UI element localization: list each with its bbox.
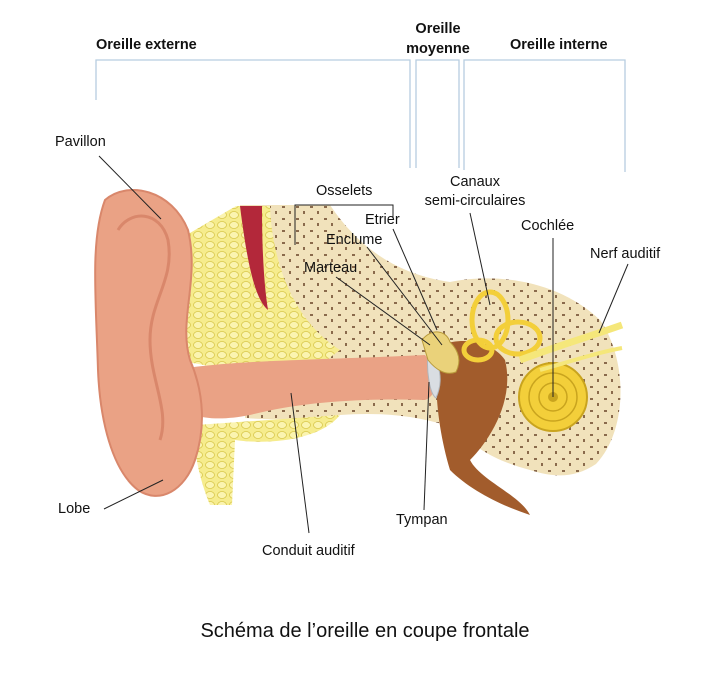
bracket-middle-ear [415,59,460,168]
auditory-nerve-branch [539,346,623,372]
header-middle-ear-line2: moyenne [406,41,470,57]
leader-canaux [469,212,491,306]
label-conduit-auditif: Conduit auditif [262,543,356,559]
label-osselets: Osselets [316,183,372,199]
fatty-tissue-lower [194,415,340,505]
leader-enclume [366,246,443,346]
label-tympan: Tympan [396,512,448,528]
section-brackets [95,59,626,172]
ear-canal [175,355,436,419]
leader-lobe [103,479,164,510]
leader-tympan [423,381,430,511]
semicircular-canals [461,289,543,363]
bracket-inner-ear [463,59,626,172]
label-pavillon: Pavillon [55,134,106,150]
ossicles [421,331,460,374]
leader-pavillon [98,155,162,220]
bracket-osselets [294,204,394,245]
artery [240,206,268,310]
ear-illustration [94,189,624,515]
label-canaux-line2: semi-circulaires [425,193,526,209]
label-canaux-line1: Canaux [450,174,501,190]
label-lobe: Lobe [58,501,90,517]
pinna [94,189,203,497]
header-inner-ear: Oreille interne [510,37,608,53]
auditory-nerve [518,321,624,364]
leader-etrier [392,228,438,331]
bracket-outer-ear [95,59,411,168]
label-cochlee: Cochlée [521,218,574,234]
label-marteau: Marteau [304,260,357,276]
leader-marteau [335,276,431,346]
tympanic-cavity [436,340,530,515]
leader-conduit [290,392,310,534]
diagram-caption: Schéma de l’oreille en coupe frontale [200,620,529,642]
header-middle-ear-line1: Oreille [415,21,460,37]
leader-lines [98,155,629,534]
leader-nerf [598,263,629,334]
label-nerf-auditif: Nerf auditif [590,246,661,262]
label-etrier: Etrier [365,212,400,228]
pinna-helix [116,214,171,441]
header-outer-ear: Oreille externe [96,37,197,53]
label-enclume: Enclume [326,232,382,248]
